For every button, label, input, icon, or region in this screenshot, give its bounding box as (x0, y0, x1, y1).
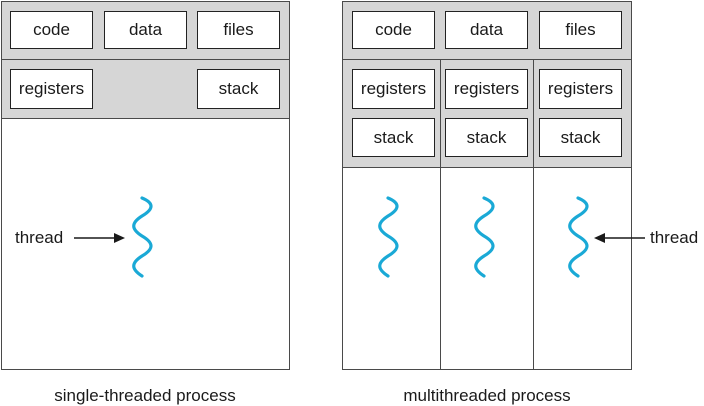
single-registers-box: registers (10, 69, 93, 109)
multi-registers-box: registers (539, 69, 622, 109)
multi-thread-squiggle (378, 196, 399, 278)
multi-caption: multithreaded process (403, 386, 571, 405)
single-thread-squiggle (132, 196, 153, 278)
multi-thread-label: thread (650, 228, 699, 247)
multi-thread-arrow (594, 233, 645, 243)
multi-thread-squiggle (568, 196, 589, 278)
multi-registers-box: registers (352, 69, 435, 109)
single-thread-area (1, 118, 290, 370)
single-thread-arrow (74, 233, 125, 243)
multi-data-box: data (445, 11, 528, 49)
single-thread-label: thread (15, 228, 64, 247)
single-data-box: data (104, 11, 187, 49)
multi-thread-squiggle (474, 196, 495, 278)
single-code-box: code (10, 11, 93, 49)
multi-divider-1 (440, 59, 441, 370)
multi-stack-box: stack (352, 118, 435, 157)
multi-divider-2 (533, 59, 534, 370)
multi-registers-box: registers (445, 69, 528, 109)
single-caption: single-threaded process (54, 386, 236, 405)
multi-stack-box: stack (539, 118, 622, 157)
single-stack-box: stack (197, 69, 280, 109)
multi-stack-box: stack (445, 118, 528, 157)
multi-files-box: files (539, 11, 622, 49)
multi-code-box: code (352, 11, 435, 49)
single-files-box: files (197, 11, 280, 49)
